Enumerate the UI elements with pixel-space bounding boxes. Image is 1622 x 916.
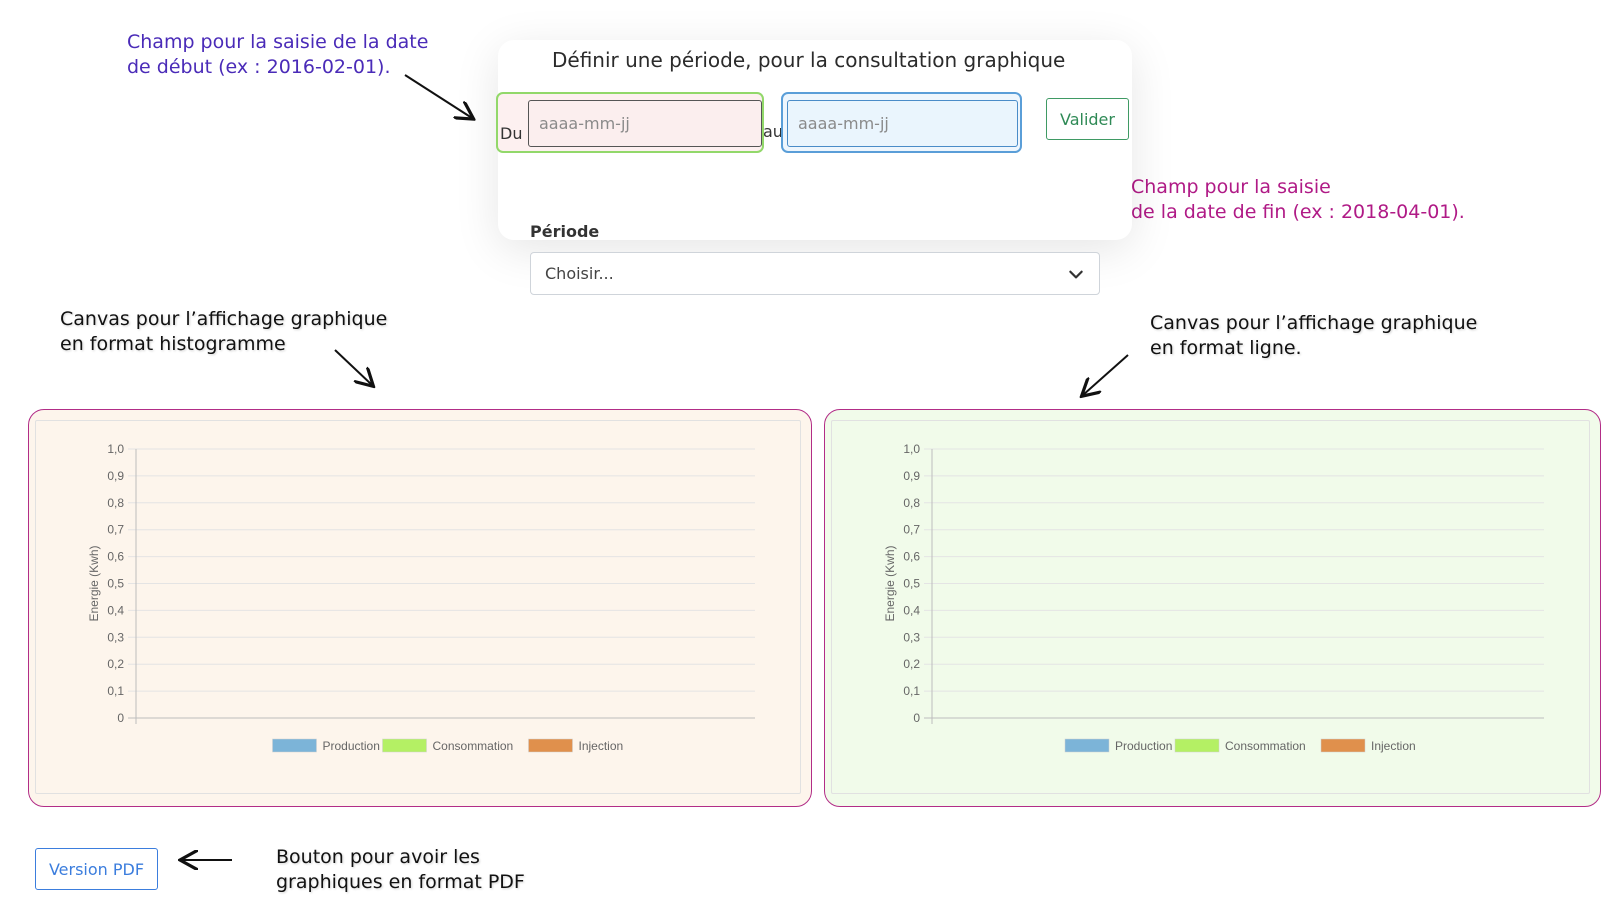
annotation-line: Bouton pour avoir les [276, 846, 480, 868]
pdf-version-button[interactable]: Version PDF [35, 848, 158, 890]
y-tick-label: 0,1 [903, 684, 920, 698]
histogram-annotation: Canvas pour l’affichage graphique en for… [60, 307, 387, 357]
end-date-group [781, 92, 1022, 153]
legend-swatch [272, 738, 317, 753]
line-chart-panel: 1,0 0,9 0,8 0,7 0,6 0,5 0,4 0,3 0,2 0,1 0 Energie (… [824, 409, 1601, 807]
y-axis-title: Energie (Kwh) [87, 545, 101, 621]
legend-label: Injection [579, 739, 624, 753]
y-tick-label: 0,4 [107, 603, 124, 617]
start-date-input[interactable] [528, 100, 762, 147]
annotation-line: de la date de fin (ex : 2018-04-01). [1131, 201, 1465, 223]
start-date-prefix: Du [500, 124, 523, 143]
y-tick-label: 0,3 [107, 630, 124, 644]
legend-label: Production [1115, 739, 1172, 753]
period-select-value: Choisir... [545, 264, 614, 283]
end-date-prefix: au [763, 122, 783, 141]
period-label: Période [530, 222, 600, 241]
annotation-line: en format ligne. [1150, 337, 1302, 359]
annotation-line: en format histogramme [60, 333, 286, 355]
legend-label: Consommation [1225, 739, 1306, 753]
validate-button[interactable]: Valider [1046, 98, 1129, 140]
end-field-annotation: Champ pour la saisie de la date de fin (… [1131, 175, 1465, 225]
annotation-line: Canvas pour l’affichage graphique [1150, 312, 1478, 334]
legend-label: Consommation [433, 739, 514, 753]
y-tick-label: 1,0 [903, 442, 920, 456]
annotation-line: Champ pour la saisie [1131, 176, 1331, 198]
period-select[interactable]: Choisir... [530, 252, 1100, 295]
histogram-chart: 1,0 0,9 0,8 0,7 0,6 0,5 0,4 0,3 0,2 0,1 0 Energie (… [87, 442, 755, 753]
legend-swatch [1064, 738, 1110, 753]
y-tick-label: 1,0 [107, 442, 124, 456]
legend-swatch [1320, 738, 1366, 753]
y-tick-label: 0,7 [903, 523, 920, 537]
y-tick-label: 0,9 [903, 469, 920, 483]
line-chart: 1,0 0,9 0,8 0,7 0,6 0,5 0,4 0,3 0,2 0,1 0 Energie (… [883, 442, 1544, 753]
start-field-annotation: Champ pour la saisie de la date de début… [127, 30, 428, 80]
chevron-down-icon [1069, 270, 1083, 279]
pdf-annotation: Bouton pour avoir les graphiques en form… [276, 845, 525, 895]
y-tick-label: 0,2 [903, 657, 920, 671]
y-tick-label: 0,7 [107, 523, 124, 537]
y-tick-label: 0,4 [903, 603, 920, 617]
end-date-input[interactable] [787, 100, 1018, 147]
legend-swatch [382, 738, 427, 753]
arrow-to-start-field [404, 74, 472, 118]
arrow-to-line-chart [1083, 354, 1129, 395]
form-title: Définir une période, pour la consultatio… [552, 48, 1066, 72]
y-tick-label: 0 [117, 711, 124, 725]
y-tick-label: 0,2 [107, 657, 124, 671]
y-tick-label: 0,3 [903, 630, 920, 644]
y-tick-label: 0,5 [107, 577, 124, 591]
y-tick-label: 0 [913, 711, 920, 725]
legend-swatch [1174, 738, 1220, 753]
y-tick-label: 0,6 [107, 550, 124, 564]
line-canvas-frame: 1,0 0,9 0,8 0,7 0,6 0,5 0,4 0,3 0,2 0,1 0 Energie (… [831, 420, 1590, 794]
annotation-line: graphiques en format PDF [276, 871, 525, 893]
start-date-group: Du [496, 92, 764, 153]
y-tick-label: 0,9 [107, 469, 124, 483]
histogram-chart-panel: 1,0 0,9 0,8 0,7 0,6 0,5 0,4 0,3 0,2 0,1 0 Energie (… [28, 409, 812, 807]
annotation-line: Champ pour la saisie de la date [127, 31, 429, 53]
y-tick-label: 0,8 [107, 496, 124, 510]
legend-label: Injection [1371, 739, 1416, 753]
histogram-canvas-frame: 1,0 0,9 0,8 0,7 0,6 0,5 0,4 0,3 0,2 0,1 0 Energie (… [35, 420, 801, 794]
legend-swatch [528, 738, 573, 753]
y-tick-label: 0,1 [107, 684, 124, 698]
y-tick-label: 0,8 [903, 496, 920, 510]
y-axis-title: Energie (Kwh) [883, 545, 897, 621]
line-annotation: Canvas pour l’affichage graphique en for… [1150, 311, 1477, 361]
annotation-line: Canvas pour l’affichage graphique [60, 308, 388, 330]
legend-label: Production [323, 739, 380, 753]
y-tick-label: 0,6 [903, 550, 920, 564]
annotation-line: de début (ex : 2016-02-01). [127, 56, 391, 78]
y-tick-label: 0,5 [903, 577, 920, 591]
